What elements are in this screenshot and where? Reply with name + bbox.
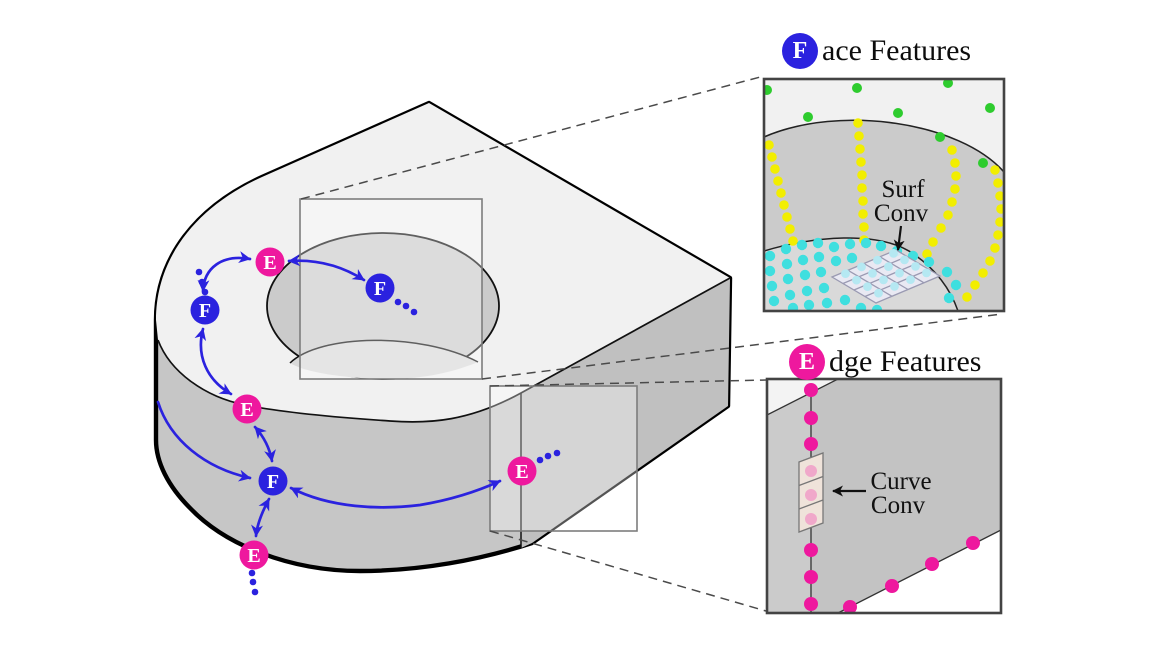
node-edge-2: E xyxy=(232,394,262,424)
edge-badge-letter: E xyxy=(798,349,815,375)
panel-curved-band xyxy=(767,392,811,613)
hole-bottom xyxy=(290,340,478,380)
face-title-text: ace Features xyxy=(822,34,972,67)
hole-bottom-edge xyxy=(289,339,479,364)
edge-connector-bottom xyxy=(489,530,767,612)
node-label: E xyxy=(515,461,528,483)
face-features-title: F ace Features xyxy=(782,33,971,69)
node-label: E xyxy=(263,252,276,274)
surf-conv-line2: Conv xyxy=(874,200,929,227)
arrow-f1-e2 xyxy=(194,327,233,396)
node-label: E xyxy=(240,399,253,421)
face-samples-green xyxy=(764,79,995,168)
curve-conv-line1: Curve xyxy=(870,468,931,495)
callout-connectors xyxy=(300,75,1003,612)
node-edge-1: E xyxy=(255,247,285,277)
panel-top-face-corner xyxy=(767,379,839,416)
face-badge-letter: F xyxy=(792,38,808,64)
surf-conv-grid-dots xyxy=(841,249,931,298)
face-connector-top xyxy=(300,75,765,200)
face-panel-border xyxy=(762,77,1006,313)
arrow-f3-e4 xyxy=(289,479,502,509)
edge-panel-border xyxy=(765,377,1003,615)
edge-samples-magenta xyxy=(804,383,980,613)
flat-side-face xyxy=(521,278,730,548)
node-edge-4: E xyxy=(507,456,537,486)
edge-zoom-region xyxy=(489,385,638,532)
node-label: F xyxy=(374,278,386,300)
graph-arrows xyxy=(156,251,502,538)
curve-conv-line2: Conv xyxy=(871,492,926,519)
edge-connector-top xyxy=(489,379,767,387)
node-label: F xyxy=(267,471,279,493)
face-features-panel: Surf Conv xyxy=(762,77,1006,313)
node-label: E xyxy=(247,545,260,567)
edge-badge-icon: E xyxy=(789,344,825,380)
arrow-left-f3 xyxy=(156,400,252,482)
graph-nodes: E F F E F E E xyxy=(190,247,537,570)
graph-ellipsis-dots xyxy=(195,268,561,596)
node-face-3: F xyxy=(258,466,288,496)
arrow-f3-e3 xyxy=(251,497,271,538)
arrow-e2-f3 xyxy=(253,425,276,463)
edge-features-title: E dge Features xyxy=(789,344,981,380)
surf-conv-label: Surf Conv xyxy=(874,176,929,227)
face-connector-bottom xyxy=(481,313,1003,380)
surf-conv-line1: Surf xyxy=(881,176,925,203)
node-label: F xyxy=(199,300,211,322)
face-samples-yellow xyxy=(764,118,1004,302)
node-edge-3: E xyxy=(239,540,269,570)
node-face-2: F xyxy=(365,273,395,303)
surf-conv-arrow xyxy=(893,225,905,251)
edge-title-text: dge Features xyxy=(829,345,982,378)
edge-features-panel: Curve Conv xyxy=(765,377,1003,615)
curve-conv-label: Curve Conv xyxy=(870,468,931,519)
arrow-e1-f2 xyxy=(287,254,366,282)
arrow-e1-f1 xyxy=(197,251,252,293)
node-face-1: F xyxy=(190,295,220,325)
face-badge-icon: F xyxy=(782,33,818,69)
curve-conv-strip-dots xyxy=(805,465,817,525)
